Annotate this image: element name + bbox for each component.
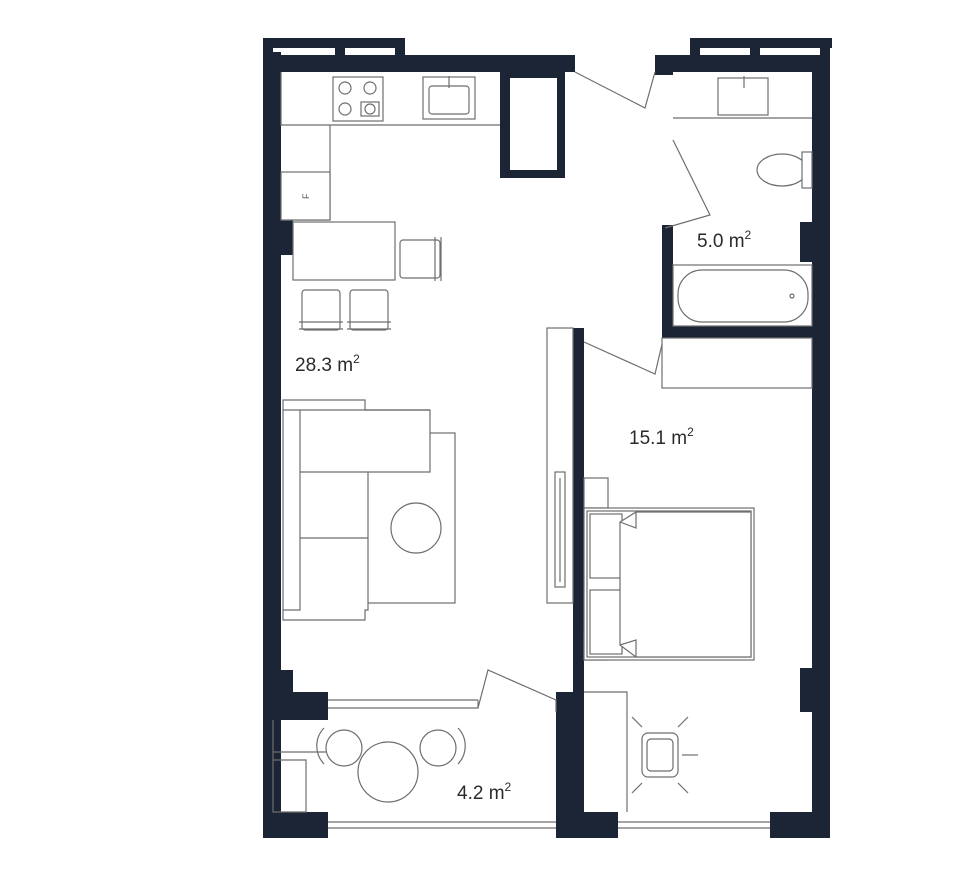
- balcony-area-label: 4.2 m2: [457, 780, 512, 804]
- bath-area-label: 5.0 m2: [697, 228, 752, 252]
- dining-set: [292, 221, 442, 331]
- kitchen: F: [280, 72, 500, 221]
- balcony-furniture: [272, 720, 466, 813]
- fridge-label: F: [301, 193, 311, 199]
- doors: [477, 71, 711, 712]
- bedroom-area-label: 15.1 m2: [629, 425, 694, 449]
- closet: [661, 337, 813, 389]
- bath-sink-icon: [717, 77, 769, 116]
- bathtub-icon: [672, 264, 813, 327]
- wardrobe: [546, 327, 574, 604]
- living-furniture: [282, 399, 456, 621]
- balcony-table: [357, 741, 419, 803]
- windows: [328, 699, 770, 829]
- walls: [263, 38, 832, 838]
- bedroom-furniture: [583, 337, 813, 812]
- coffee-table: [390, 502, 442, 554]
- bathroom-fixtures: [672, 76, 813, 327]
- office-chair: [631, 716, 698, 794]
- living-area-label: 28.3 m2: [295, 352, 360, 376]
- fridge-icon: [280, 171, 331, 221]
- toilet-icon: [756, 153, 808, 187]
